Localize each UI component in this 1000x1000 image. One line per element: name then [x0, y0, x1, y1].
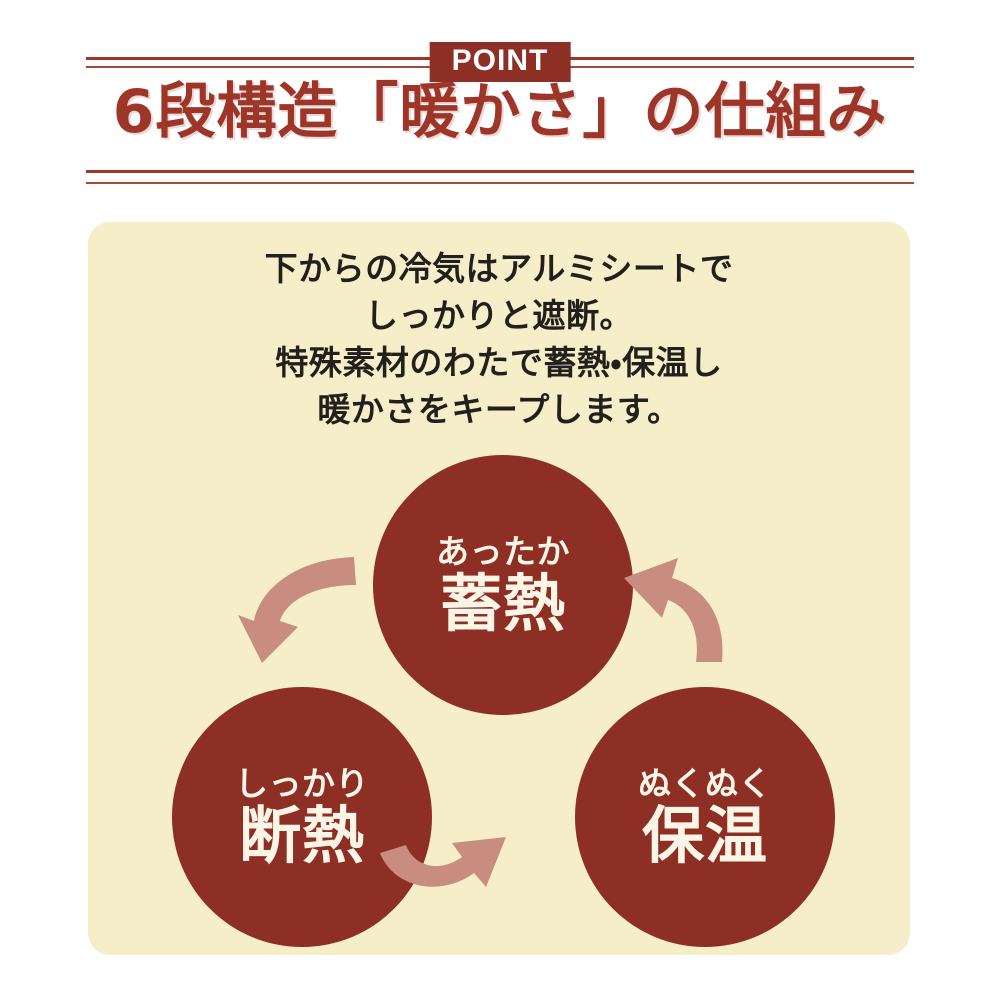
cycle-node-dannetsu-subtitle: しっかり: [235, 763, 369, 803]
cycle-node-hoon-subtitle: ぬくぬく: [638, 763, 772, 803]
lead-paragraph: 下からの冷気はアルミシートで しっかりと遮断。 特殊素材のわたで蓄熱・保温し 暖…: [88, 246, 910, 433]
cycle-node-chikunetsu-subtitle: あったか: [436, 531, 570, 571]
lead-line-3: 特殊素材のわたで蓄熱・保温し: [275, 342, 723, 382]
cycle-node-dannetsu: しっかり 断熱: [172, 687, 432, 947]
cycle-arrow-down-left-icon: [236, 547, 366, 667]
point-badge: POINT: [429, 42, 571, 82]
lead-line-4: 暖かさをキープします。: [317, 389, 681, 429]
content-panel: 下からの冷気はアルミシートで しっかりと遮断。 特殊素材のわたで蓄熱・保温し 暖…: [88, 222, 910, 955]
header: POINT 6段構造「暖かさ」の仕組み: [0, 0, 1000, 200]
lead-line-2: しっかりと遮断。: [365, 295, 633, 335]
header-rule-bottom-outer: [86, 182, 914, 184]
lead-line-1: 下からの冷気はアルミシートで: [264, 249, 734, 288]
cycle-arrow-up-left-icon: [610, 544, 740, 666]
cycle-arrow-right-icon: [378, 817, 528, 897]
cycle-diagram: あったか 蓄熱 しっかり 断熱 ぬくぬく 保温: [88, 222, 910, 955]
page-title: 6段構造「暖かさ」の仕組み: [112, 77, 888, 147]
cycle-node-chikunetsu-title: 蓄熱: [439, 566, 566, 640]
cycle-node-chikunetsu: あったか 蓄熱: [373, 455, 633, 715]
cycle-node-hoon-title: 保温: [641, 798, 768, 872]
cycle-node-hoon: ぬくぬく 保温: [575, 687, 835, 947]
cycle-node-dannetsu-title: 断熱: [238, 798, 365, 872]
header-rule-bottom-inner: [86, 170, 914, 173]
